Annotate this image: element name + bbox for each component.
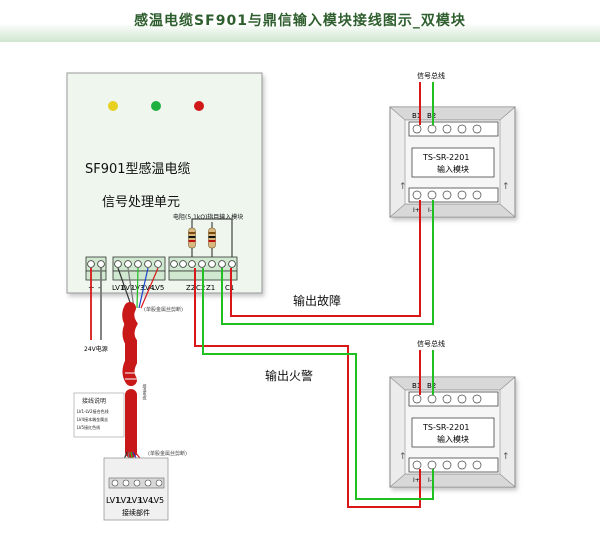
fire-wire-green	[202, 268, 434, 500]
svg-text:↑: ↑	[399, 182, 407, 192]
indicator-red	[194, 101, 204, 111]
m1-bottom-screws	[412, 190, 482, 200]
wiring-notes-box	[73, 392, 125, 438]
terminal-label-z2: Z2	[186, 284, 195, 292]
page-title: 感温电缆SF901与鼎信输入模块接线图示_双模块	[134, 13, 466, 29]
input-module-1: ↑ ↑	[389, 106, 516, 218]
m2-terminal-iplus: I+	[413, 477, 420, 484]
signal-processing-unit	[66, 72, 263, 294]
m1-type: 输入模块	[437, 164, 469, 174]
wiring-note-2: LV4接本端金属丝	[77, 416, 108, 422]
m2-type: 输入模块	[437, 434, 469, 444]
fault-wire-green	[221, 200, 434, 325]
terminal-label-lv4: LV4	[142, 284, 155, 292]
unit-name: SF901型感温电缆	[85, 161, 191, 177]
fire-output-label: 输出火警	[265, 368, 313, 383]
m1-terminal-b2: B2	[427, 112, 436, 120]
svg-text:↑: ↑	[399, 452, 407, 462]
m1-model: TS-SR-2201	[422, 153, 469, 162]
wiring-notes-title: 接线说明	[82, 397, 106, 405]
m1-bus-label: 信号总线	[417, 71, 445, 80]
power-label: 24V电源	[84, 345, 108, 353]
connector-lv5: LV5	[150, 496, 164, 505]
m1-terminal-iminus: I-	[428, 207, 432, 214]
fault-output-label: 输出故障	[293, 293, 341, 308]
svg-text:↑: ↑	[502, 452, 510, 462]
connector-lv2: LV2	[117, 496, 131, 505]
m2-model: TS-SR-2201	[422, 423, 469, 432]
resistor-note: 电阻(5.1kΩ)指目输入模块	[173, 213, 243, 221]
shield-note-top: (单股金属丝剪断)	[144, 306, 183, 313]
terminal-block-lv	[112, 256, 166, 281]
wiring-note-3: LV5接红色线	[77, 424, 100, 430]
terminal-label-lv3: LV3	[132, 284, 144, 292]
power-wires	[90, 268, 102, 340]
bus-wires	[419, 82, 434, 395]
resistor-1	[188, 222, 196, 263]
fire-wire-red	[194, 268, 421, 508]
m1-terminal-iplus: I+	[413, 207, 420, 214]
connector-label: 接续部件	[122, 508, 150, 517]
wiring-note-1: LV1-LV2接合色线	[77, 408, 109, 414]
resistor-2	[208, 222, 216, 263]
terminal-block-power	[85, 256, 107, 281]
terminal-label-c1: C1	[225, 284, 234, 292]
terminal-label-z1: Z1	[206, 284, 215, 292]
connector-lv3: LV3	[128, 496, 142, 505]
heat-sensing-cable	[122, 302, 138, 458]
m2-bus-label: 信号总线	[417, 339, 445, 348]
m2-terminal-b1: B1	[412, 382, 421, 390]
indicator-green	[151, 101, 161, 111]
terminal-label-c2: C2	[196, 284, 205, 292]
shield-note-bottom: (单股金属丝剪断)	[148, 450, 187, 457]
cable-mid-label: 感温电缆	[143, 383, 148, 401]
svg-text:↑: ↑	[502, 182, 510, 192]
terminal-label-lv1: LV1	[112, 284, 124, 292]
input-module-2: ↑ ↑	[389, 376, 516, 488]
m2-terminal-iminus: I-	[428, 477, 432, 484]
connector-part	[103, 457, 169, 521]
terminal-label-lv5: LV5	[152, 284, 164, 292]
connector-lv4: LV4	[139, 496, 153, 505]
resistor-bridge-wire	[191, 218, 233, 262]
lv-wires-top	[117, 267, 159, 309]
terminal-label-minus: -	[98, 283, 101, 292]
fault-wire-red	[230, 200, 421, 317]
connector-lv1: LV1	[106, 496, 120, 505]
unit-subtitle: 信号处理单元	[102, 195, 180, 210]
signal-wires	[194, 200, 434, 508]
m1-terminal-b1: B1	[412, 112, 421, 120]
m2-terminal-b2: B2	[427, 382, 436, 390]
indicator-yellow	[108, 101, 118, 111]
m1-top-screws	[412, 124, 482, 134]
title-band	[0, 0, 600, 42]
terminal-label-lv2: LV2	[122, 284, 134, 292]
